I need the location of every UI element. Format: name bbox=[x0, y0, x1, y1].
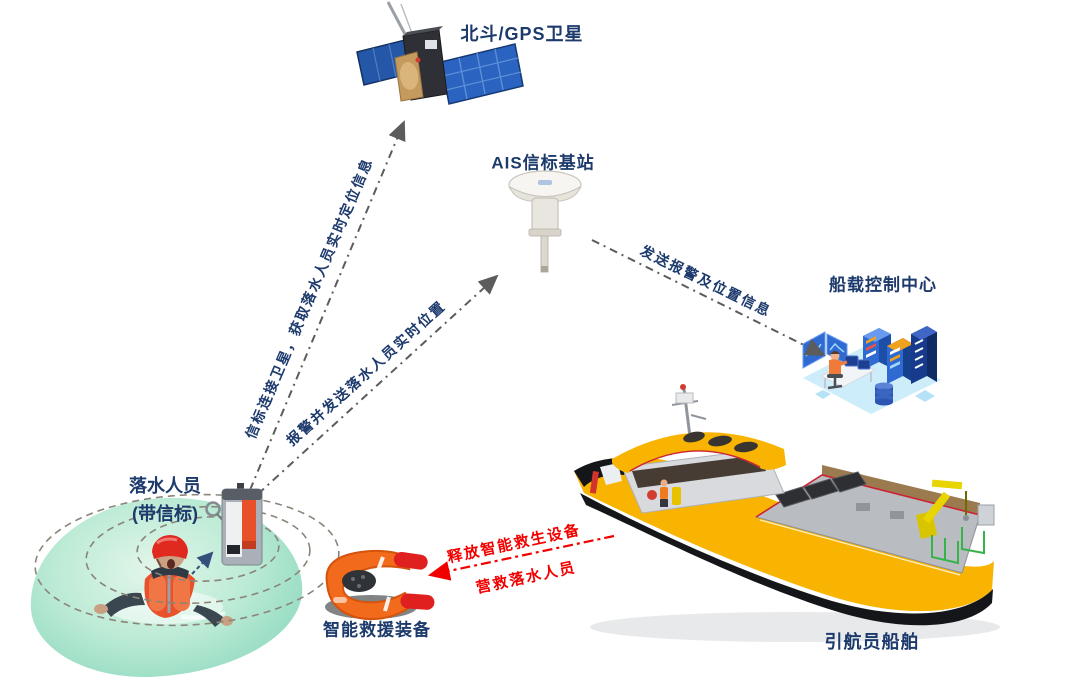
pilot-ship-illustration bbox=[574, 384, 1000, 642]
arrow-beacon-to-satellite bbox=[249, 120, 406, 491]
control-center-label: 船载控制中心 bbox=[829, 275, 937, 295]
stern-railings bbox=[931, 527, 985, 565]
server-rack-2 bbox=[887, 338, 913, 384]
arrow-vest-to-beacon bbox=[191, 551, 214, 575]
person-overboard-label-line2: (带信标) bbox=[132, 504, 198, 524]
ripple-rings bbox=[34, 493, 340, 627]
database-stack bbox=[875, 382, 893, 406]
satellite-body bbox=[394, 26, 448, 102]
device-arm-top bbox=[393, 551, 428, 570]
ais-station-label: AIS信标基站 bbox=[491, 153, 595, 173]
life-ring bbox=[647, 490, 657, 500]
satellite-illustration bbox=[356, 1, 524, 105]
arrow-ais-to-control-center bbox=[591, 239, 826, 356]
server-rack-3 bbox=[911, 326, 937, 384]
mast bbox=[671, 384, 707, 438]
beacon-ring bbox=[205, 501, 221, 517]
pilot-ship-label: 引航员船舶 bbox=[824, 632, 920, 652]
rescue-device-label: 智能救援装备 bbox=[323, 620, 431, 640]
hull-black bbox=[580, 493, 993, 626]
ais-beacon-device-illustration bbox=[205, 483, 263, 566]
arrow-ship-to-rescue-device bbox=[427, 534, 615, 581]
device-arm-bottom bbox=[400, 593, 435, 610]
person-overboard-label: 落水人员 (带信标) bbox=[129, 472, 201, 528]
deck-solar-panels bbox=[775, 471, 867, 508]
stern-equipment bbox=[856, 503, 995, 526]
crew-figure bbox=[660, 479, 668, 507]
arrow-beacon-to-ais bbox=[257, 274, 499, 495]
right-arm bbox=[193, 605, 225, 627]
satellite-label: 北斗/GPS卫星 bbox=[460, 24, 584, 44]
device-hub bbox=[342, 570, 376, 592]
stern-crane bbox=[916, 479, 969, 539]
control-center-illustration bbox=[802, 326, 941, 414]
person-overboard-label-line1: 落水人员 bbox=[129, 476, 201, 496]
cabin-roof bbox=[612, 432, 786, 473]
device-body bbox=[325, 549, 415, 621]
left-arm bbox=[103, 592, 145, 617]
operator-person bbox=[827, 351, 848, 390]
rescue-robot-illustration bbox=[325, 549, 435, 621]
ais-base-station-antenna bbox=[508, 170, 582, 273]
person-in-water-illustration bbox=[94, 535, 233, 627]
